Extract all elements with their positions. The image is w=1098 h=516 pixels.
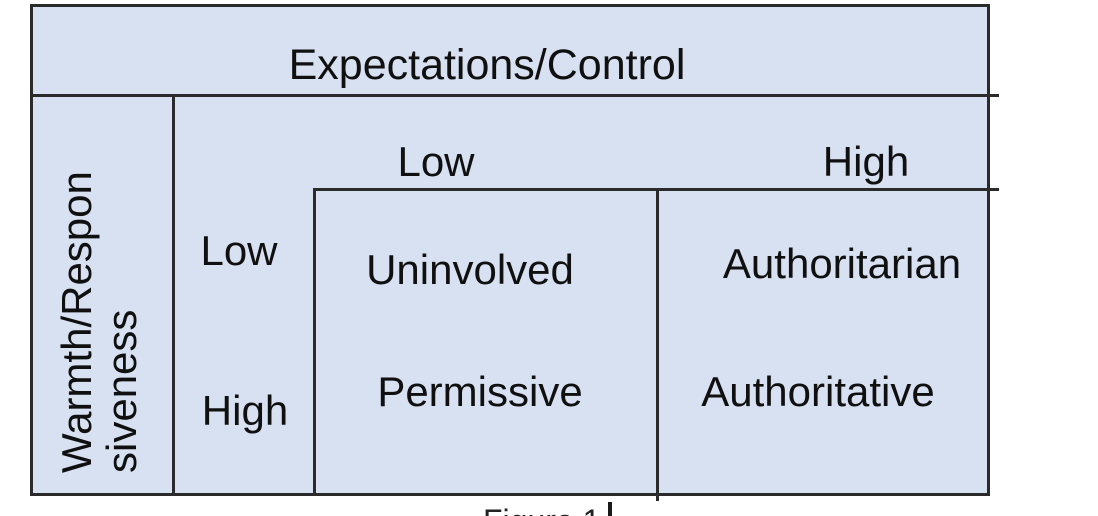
left-axis-divider-line (172, 94, 175, 496)
header-divider-line (30, 94, 999, 97)
cell-uninvolved: Uninvolved (366, 246, 574, 293)
column-header-low: Low (397, 138, 475, 185)
column-divider-line (656, 188, 659, 501)
cell-authoritarian: Authoritarian (722, 240, 962, 287)
inner-table-left-line (313, 188, 316, 496)
text-cursor[interactable] (608, 502, 612, 516)
left-axis-label-line1: Warmth/Respon (53, 171, 100, 473)
cell-authoritative: Authoritative (701, 368, 935, 415)
top-axis-label: Expectations/Control (288, 41, 686, 89)
left-axis-label: Warmth/Respon siveness (53, 133, 145, 473)
row-header-low: Low (200, 227, 278, 274)
cell-permissive: Permissive (377, 368, 583, 415)
figure-caption[interactable]: Figure 1 (483, 503, 600, 516)
matrix-box (30, 4, 990, 496)
row-header-high: High (201, 387, 289, 434)
column-header-high: High (822, 138, 910, 185)
left-axis-label-line2: siveness (98, 309, 145, 473)
